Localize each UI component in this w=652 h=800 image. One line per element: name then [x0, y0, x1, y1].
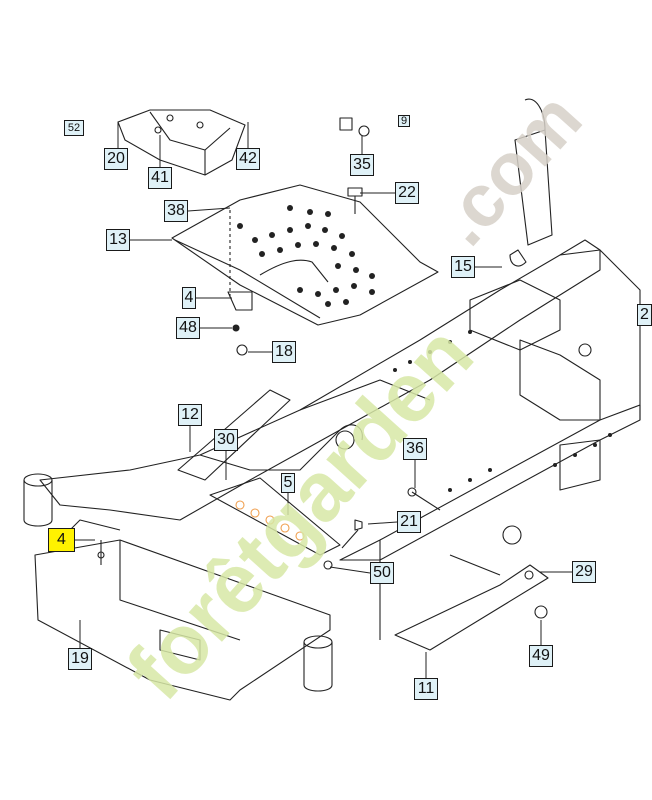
callout-41[interactable]: 41 [148, 167, 172, 189]
top-bracket-part [117, 109, 246, 176]
callout-49[interactable]: 49 [529, 645, 553, 667]
callout-5[interactable]: 5 [281, 473, 295, 493]
side-plate-left [177, 389, 291, 481]
callout-42[interactable]: 42 [236, 148, 260, 170]
middle-bracket-plate [209, 477, 341, 556]
floor-plate [171, 184, 439, 356]
callout-18[interactable]: 18 [272, 341, 296, 363]
rear-upright [509, 98, 553, 267]
callout-48[interactable]: 48 [176, 317, 200, 339]
callout-21[interactable]: 21 [397, 511, 421, 533]
callout-22[interactable]: 22 [395, 182, 419, 204]
callout-13[interactable]: 13 [106, 229, 130, 251]
callout-20[interactable]: 20 [104, 148, 128, 170]
callout-35[interactable]: 35 [350, 154, 374, 176]
callout-12[interactable]: 12 [178, 404, 202, 426]
top-bolts [339, 117, 370, 214]
callout-9[interactable]: 9 [398, 115, 410, 127]
callout-38[interactable]: 38 [164, 200, 188, 222]
front-caster-right [303, 635, 333, 692]
front-skid-plate [34, 519, 331, 701]
callout-4-selected[interactable]: 4 [48, 528, 75, 552]
callout-50[interactable]: 50 [370, 562, 394, 584]
callout-4-floor[interactable]: 4 [182, 287, 196, 309]
callout-11[interactable]: 11 [414, 678, 438, 700]
callout-52[interactable]: 52 [64, 120, 84, 136]
side-rail-plate [394, 554, 549, 651]
bolts-misc [323, 487, 441, 570]
callout-19[interactable]: 19 [68, 648, 92, 670]
callout-36[interactable]: 36 [403, 438, 427, 460]
front-caster-left [23, 473, 53, 527]
leader-lines [75, 122, 572, 678]
callout-15[interactable]: 15 [451, 256, 475, 278]
callout-2[interactable]: 2 [637, 304, 652, 326]
callout-30[interactable]: 30 [214, 429, 238, 451]
main-frame [39, 239, 641, 640]
callout-29[interactable]: 29 [572, 561, 596, 583]
